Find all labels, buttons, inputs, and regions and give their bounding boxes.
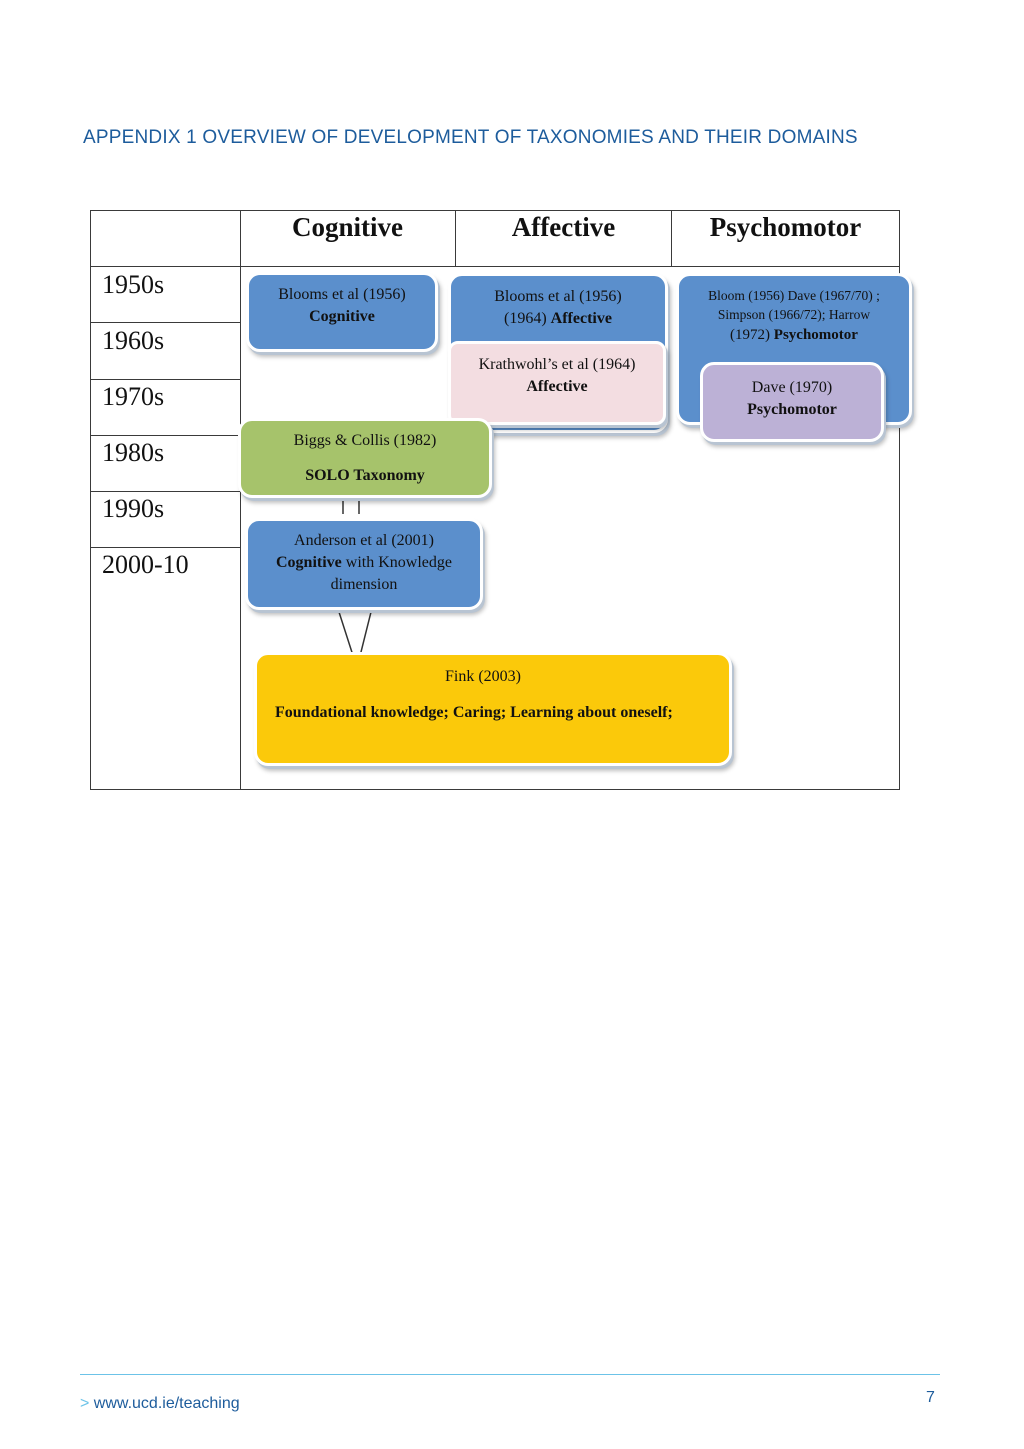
- box-krathwohl: Krathwohl’s et al (1964) Affective: [448, 341, 666, 425]
- box-text-bold: Cognitive: [276, 554, 342, 571]
- decade-1950s: 1950s: [102, 270, 165, 299]
- box-line: Cognitive with Knowledge: [248, 552, 480, 574]
- decade-1960s: 1960s: [102, 326, 165, 355]
- column-header-affective: Affective: [511, 212, 616, 242]
- table-border-bottom: [90, 789, 900, 790]
- footer-rule: [80, 1374, 940, 1375]
- decade-1990s: 1990s: [102, 494, 165, 523]
- decade-2000-10: 2000-10: [102, 550, 189, 579]
- decade-1980s: 1980s: [102, 438, 165, 467]
- box-line: Blooms et al (1956): [278, 286, 406, 303]
- decade-rule: [90, 435, 240, 436]
- box-text: (1972): [730, 327, 774, 343]
- box-line-bold: SOLO Taxonomy: [305, 467, 425, 484]
- table-divider-col1: [455, 210, 456, 267]
- footer-arrow-icon: >: [80, 1395, 90, 1412]
- box-fink: Fink (2003) Foundational knowledge; Cari…: [254, 652, 732, 766]
- box-line-bold: Psychomotor: [747, 401, 837, 418]
- column-header-psychomotor: Psychomotor: [709, 212, 862, 242]
- decade-rule: [90, 547, 240, 548]
- column-header-cognitive: Cognitive: [292, 212, 403, 242]
- box-line-bold: Affective: [526, 378, 588, 395]
- table-divider-col2: [671, 210, 672, 267]
- decade-1970s: 1970s: [102, 382, 165, 411]
- table-divider-decades: [240, 210, 241, 790]
- footer-url: www.ucd.ie/teaching: [93, 1395, 240, 1412]
- box-text-bold: Affective: [550, 310, 612, 327]
- decade-rule: [90, 379, 240, 380]
- table-border-left: [90, 210, 91, 790]
- box-line: Bloom (1956) Dave (1967/70) ;: [708, 288, 880, 303]
- box-text-bold: Psychomotor: [773, 327, 858, 343]
- box-title: Fink (2003): [445, 668, 521, 685]
- callout-pointer: [337, 611, 372, 671]
- box-line: Simpson (1966/72); Harrow: [717, 307, 871, 322]
- box-line: (1972) Psychomotor: [679, 326, 909, 345]
- box-line: (1964) Affective: [451, 308, 665, 330]
- box-line: dimension: [330, 576, 398, 593]
- box-line: Biggs & Collis (1982): [293, 432, 437, 449]
- box-text: (1964): [504, 310, 551, 327]
- box-line: Anderson et al (2001): [294, 532, 434, 549]
- box-line-bold: Cognitive: [309, 308, 375, 325]
- page-heading: APPENDIX 1 OVERVIEW OF DEVELOPMENT OF TA…: [83, 127, 858, 148]
- box-anderson: Anderson et al (2001) Cognitive with Kno…: [245, 518, 483, 610]
- table-border-top: [90, 210, 900, 211]
- box-biggs-collis: Biggs & Collis (1982) SOLO Taxonomy: [238, 418, 492, 498]
- box-line: Krathwohl’s et al (1964): [478, 356, 636, 373]
- table-header-rule: [90, 266, 900, 267]
- decade-rule: [90, 491, 240, 492]
- page-number: 7: [926, 1389, 935, 1406]
- box-line: Blooms et al (1956): [494, 288, 622, 305]
- box-line: Dave (1970): [751, 379, 833, 396]
- decade-rule: [90, 322, 240, 323]
- box-blooms-cognitive: Blooms et al (1956) Cognitive: [246, 272, 438, 352]
- box-dave: Dave (1970) Psychomotor: [700, 362, 884, 442]
- table-border-right: [899, 210, 900, 790]
- footer-link[interactable]: > www.ucd.ie/teaching: [80, 1395, 240, 1413]
- box-text: with Knowledge: [341, 554, 452, 571]
- box-body-bold: Foundational knowledge; Caring; Learning…: [275, 704, 673, 721]
